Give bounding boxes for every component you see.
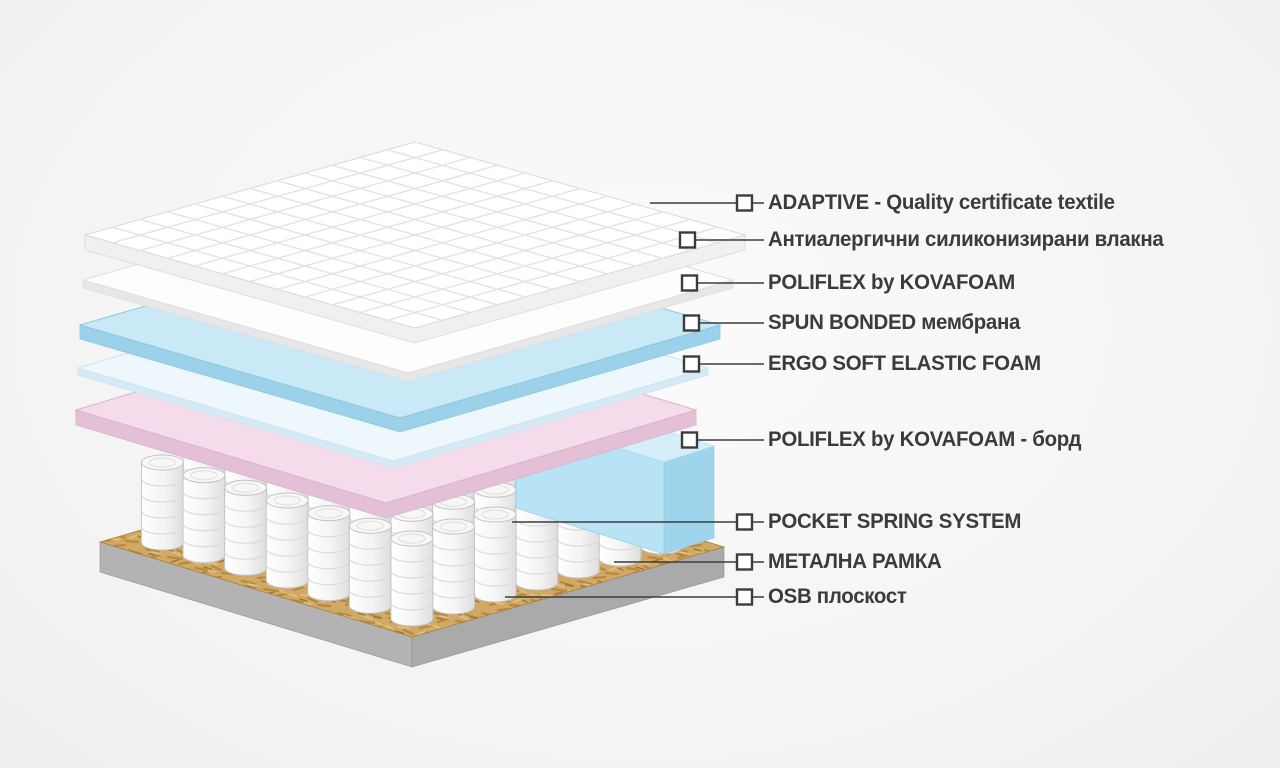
leader-marker-ergo-soft-elastic-foam: [682, 355, 701, 373]
pocket-spring: [431, 518, 476, 615]
leader-lines: [505, 194, 764, 606]
pocket-spring: [390, 530, 434, 627]
leader-marker-osb-board: [735, 588, 754, 606]
leader-marker-adaptive-quilted-textile: [735, 194, 754, 212]
pocket-spring: [265, 492, 309, 589]
leader-marker-metal-frame: [735, 553, 754, 571]
pocket-spring: [307, 505, 351, 602]
pocket-spring: [140, 454, 184, 551]
pocket-spring: [224, 479, 268, 576]
pocket-spring: [348, 517, 392, 614]
leader-marker-pocket-spring-system: [735, 513, 754, 531]
leader-marker-spun-bonded-membrane: [682, 314, 701, 332]
pocket-spring: [182, 467, 226, 564]
quilt-diamond-stitching: [112, 149, 718, 321]
adaptive-quilted-layer: [83, 141, 747, 344]
pocket-spring: [473, 506, 517, 603]
leader-marker-antiallergic-fibers: [678, 231, 697, 249]
border-block-end-face: [663, 445, 715, 555]
leader-marker-poliflex-kovafoam: [680, 274, 699, 292]
leader-marker-poliflex-kovafoam-board: [680, 431, 699, 449]
